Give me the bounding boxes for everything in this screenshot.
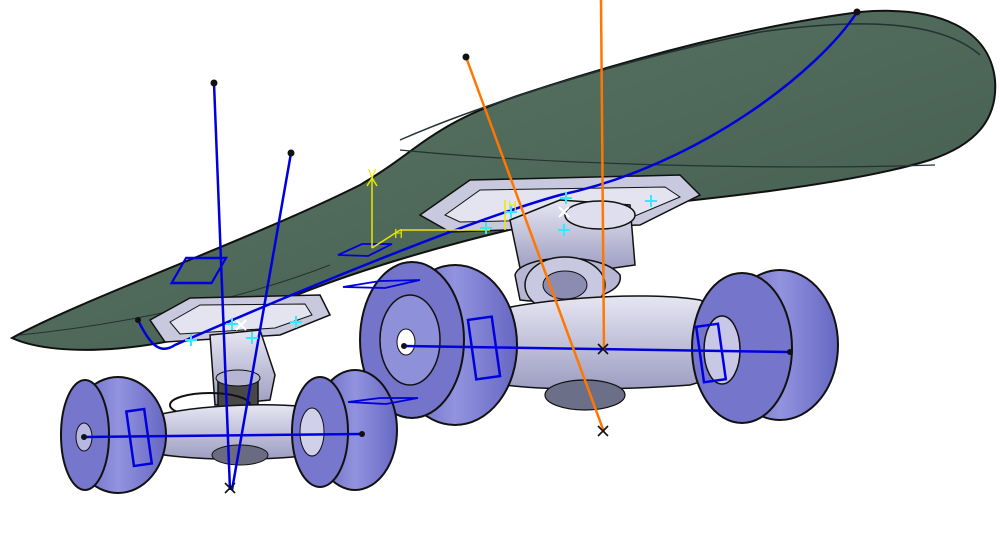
front-pivot-axis-line xyxy=(230,152,293,491)
constraint-cross-icon xyxy=(505,206,517,218)
rear-right-wheel[interactable] xyxy=(691,269,839,424)
constraint-markers xyxy=(185,192,657,346)
point-marker-icon xyxy=(787,349,793,355)
axis-label-v: V xyxy=(368,167,377,181)
axis-label-h-left: H xyxy=(394,227,403,241)
constraint-cross-icon xyxy=(235,319,247,331)
point-markers[interactable] xyxy=(81,8,861,441)
constraint-cross-icon xyxy=(226,318,238,330)
constraint-cross-icon xyxy=(290,316,302,328)
front-plane-rhombus xyxy=(337,243,393,257)
compass-axis-icon: V H H xyxy=(366,167,517,249)
rear-axle-frame-right xyxy=(694,322,728,384)
blue-sketch-lines[interactable] xyxy=(83,11,859,491)
front-plane-rhombus-2 xyxy=(342,279,421,289)
point-marker-icon xyxy=(81,434,87,440)
front-axle-frame-left xyxy=(124,407,154,468)
point-marker-icon xyxy=(853,8,861,16)
point-marker-icon xyxy=(462,53,470,61)
constraint-cross-icon xyxy=(558,224,570,236)
constraint-cross-icon xyxy=(185,334,197,346)
rear-axle-frame-left xyxy=(466,315,502,381)
constraint-cross-icon xyxy=(560,192,572,204)
rear-left-wheel[interactable] xyxy=(359,261,518,426)
front-steer-axis-line xyxy=(212,82,232,491)
front-baseplate[interactable] xyxy=(148,294,332,343)
front-plane-rhombus-3 xyxy=(347,397,419,405)
front-left-wheel[interactable] xyxy=(60,376,167,494)
rear-axle-line xyxy=(403,344,791,354)
constraint-cross-icon xyxy=(224,482,236,494)
constraint-cross-icon xyxy=(480,222,492,234)
deck-profile-curve xyxy=(136,11,859,351)
origin-markers xyxy=(235,206,570,331)
point-marker-icon xyxy=(135,317,141,323)
front-axle-frame-right xyxy=(169,256,229,285)
constraint-cross-icon xyxy=(597,343,609,355)
vertex-x-markers xyxy=(224,343,609,494)
constraint-cross-icon xyxy=(558,206,570,218)
point-marker-icon xyxy=(401,343,407,349)
constraint-cross-icon xyxy=(246,332,258,344)
axis-label-h-right: H xyxy=(508,199,517,213)
point-marker-icon xyxy=(359,431,365,437)
point-marker-icon xyxy=(287,149,295,157)
rear-pivot-axis-line xyxy=(464,56,606,433)
orange-sketch-lines[interactable] xyxy=(464,0,606,433)
rear-steer-axis-line xyxy=(599,0,606,351)
constraint-cross-icon xyxy=(597,425,609,437)
point-marker-icon xyxy=(210,79,218,87)
front-right-wheel[interactable] xyxy=(291,369,398,491)
constraint-cross-icon xyxy=(645,195,657,207)
